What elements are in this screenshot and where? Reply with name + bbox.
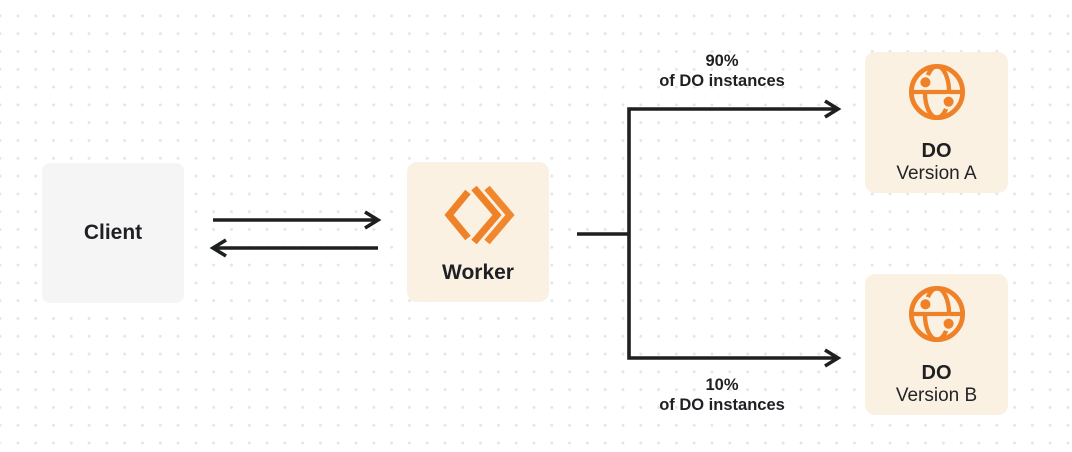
do-b-title: DO	[921, 362, 952, 384]
branch-a-percent: 90%	[705, 52, 739, 70]
branch-a-label: 90% of DO instances	[602, 51, 842, 91]
client-node: Client	[42, 163, 184, 303]
arrowhead-to-version-a-icon	[824, 99, 842, 119]
do-version-a-node: DO Version A	[865, 52, 1008, 193]
branch-b-caption: of DO instances	[659, 396, 785, 414]
branch-trunk-line	[627, 107, 836, 360]
client-node-label: Client	[83, 221, 143, 244]
globe-dot	[919, 299, 930, 310]
do-a-subtitle: Version A	[896, 163, 977, 184]
do-a-title: DO	[921, 140, 952, 162]
arrowhead-right-icon	[364, 210, 382, 230]
globe-dot	[943, 318, 954, 329]
globe-icon	[908, 285, 965, 343]
arrowhead-left-icon	[209, 238, 227, 258]
globe-dot	[943, 96, 954, 107]
branch-b-percent: 10%	[705, 376, 739, 394]
globe-dot	[919, 77, 930, 88]
do-b-subtitle: Version B	[895, 385, 978, 406]
branch-a-caption: of DO instances	[659, 72, 785, 90]
workers-chevrons-icon	[444, 185, 515, 245]
worker-node-label: Worker	[442, 261, 514, 284]
worker-node: Worker	[407, 162, 549, 302]
globe-icon	[908, 63, 965, 121]
branch-b-label: 10% of DO instances	[602, 375, 842, 415]
arrowhead-to-version-b-icon	[824, 348, 842, 368]
do-version-b-node: DO Version B	[865, 274, 1008, 415]
